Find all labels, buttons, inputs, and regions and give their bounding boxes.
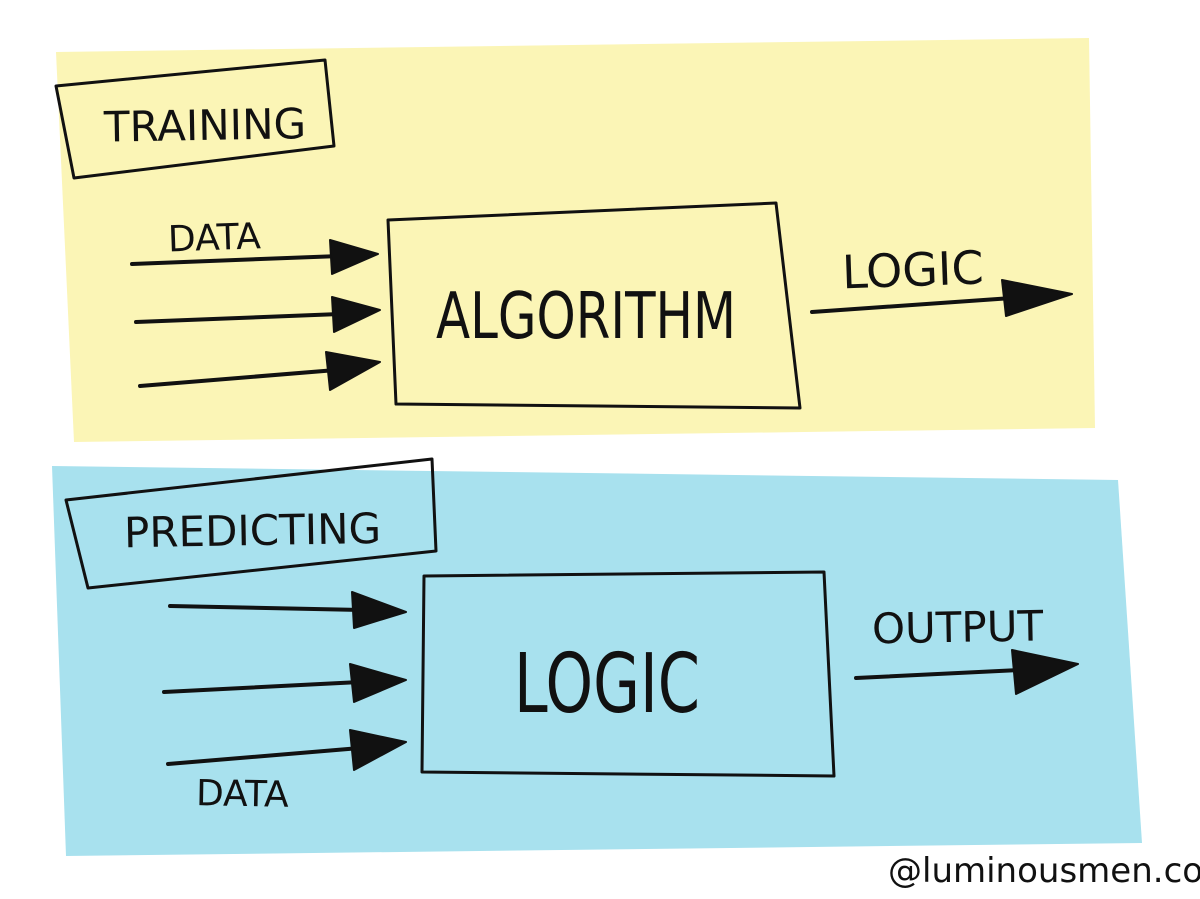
training-panel — [56, 38, 1095, 442]
algorithm-label: ALGORITHM — [436, 280, 736, 354]
training-output-arrow — [810, 279, 1073, 317]
training-section: TRAINING DATA ALGORITHM LOGIC — [54, 38, 1095, 442]
credit-text: @luminousmen.com — [888, 851, 1200, 891]
training-input-label: DATA — [167, 216, 261, 260]
algorithm-box — [386, 201, 802, 410]
predicting-section: PREDICTING DATA LOGIC OUTPUT — [52, 457, 1142, 856]
predicting-label: PREDICTING — [124, 504, 382, 557]
predicting-input-arrow-3 — [166, 729, 407, 771]
predicting-input-label: DATA — [196, 773, 290, 816]
logic-label: LOGIC — [514, 637, 700, 732]
training-input-arrow-3 — [138, 351, 381, 391]
predicting-output-arrow — [854, 649, 1079, 695]
predicting-input-arrow-1 — [168, 591, 407, 629]
training-output-label: LOGIC — [841, 240, 984, 299]
training-label: TRAINING — [103, 99, 307, 152]
training-label-box — [54, 58, 336, 180]
predicting-input-arrow-2 — [162, 663, 407, 703]
predicting-output-label: OUTPUT — [872, 601, 1044, 653]
predicting-label-box — [64, 457, 438, 590]
training-input-arrow-2 — [134, 296, 381, 333]
logic-box — [420, 570, 836, 778]
training-input-arrow-1 — [130, 239, 379, 275]
